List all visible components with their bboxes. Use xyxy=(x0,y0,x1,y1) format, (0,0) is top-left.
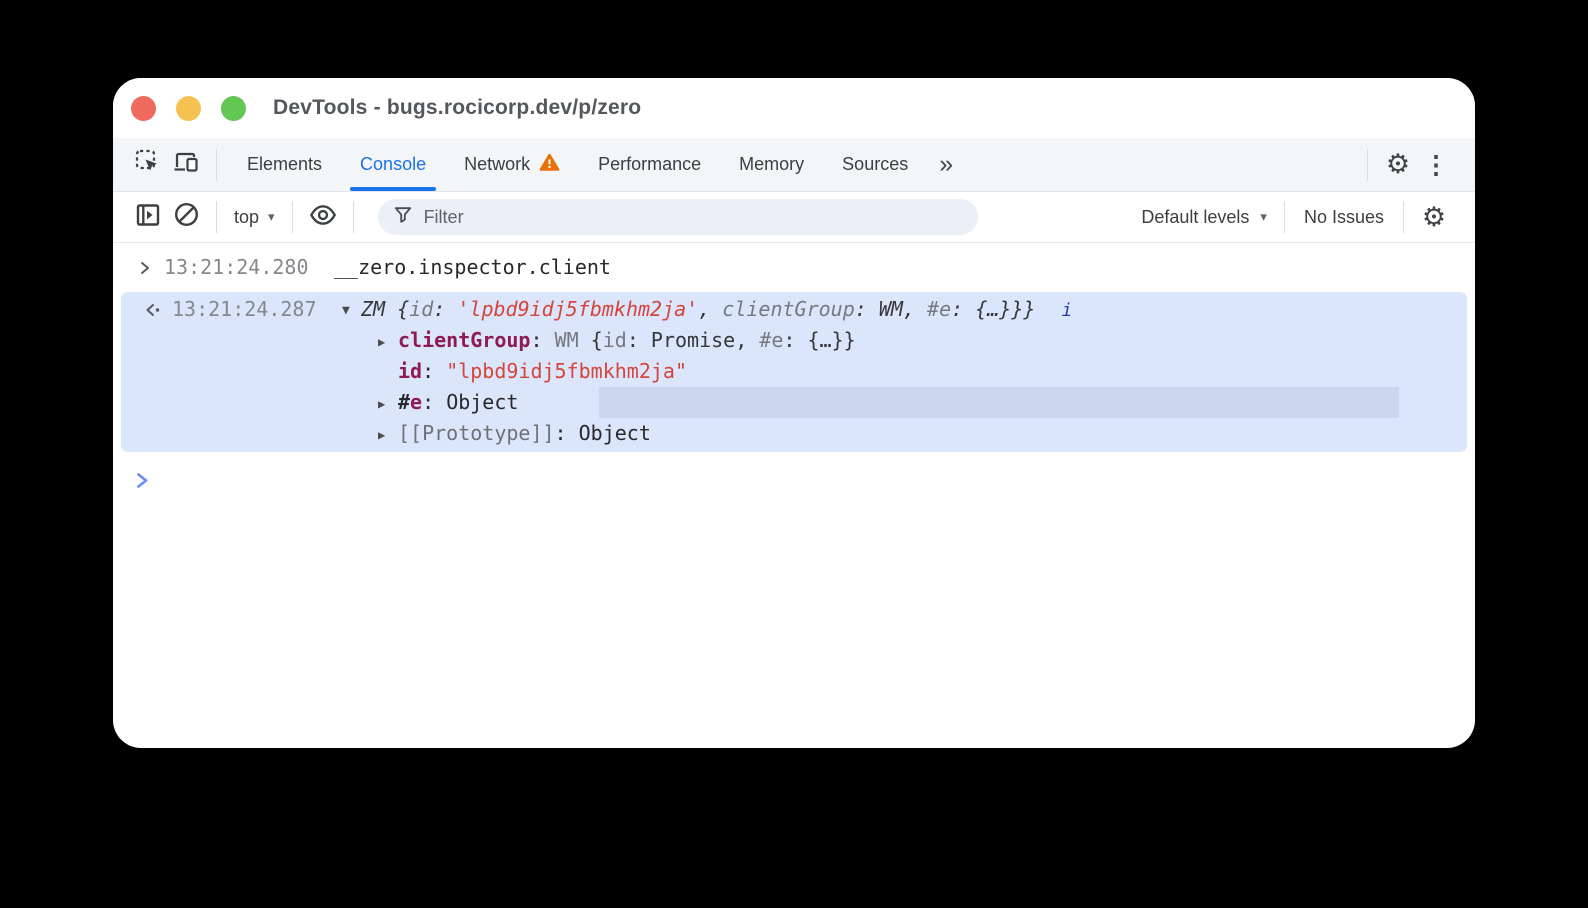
tree-row-clientgroup[interactable]: ▶clientGroup: WM {id: Promise, #e: {…}} xyxy=(378,325,1467,356)
filter-input[interactable] xyxy=(423,206,963,228)
divider xyxy=(352,201,354,233)
preview-value: WM xyxy=(878,297,903,321)
tab-network[interactable]: Network xyxy=(445,138,579,191)
minimize-window-button[interactable] xyxy=(176,95,201,121)
gear-icon: ⚙ xyxy=(1385,149,1411,179)
console-log-area: 13:21:24.280 __zero.inspector.client 13:2… xyxy=(113,243,1475,493)
prompt-chevron-icon xyxy=(137,472,148,488)
chevron-down-icon: ▾ xyxy=(268,209,275,224)
devtools-tabbar: Elements Console Network Performance Mem… xyxy=(113,138,1475,192)
clear-console-button[interactable] xyxy=(167,198,205,236)
zoom-window-button[interactable] xyxy=(221,95,246,121)
triangle-collapsed-icon[interactable]: ▶ xyxy=(378,397,386,411)
more-tabs-button[interactable]: » xyxy=(927,150,965,179)
tab-label: Sources xyxy=(842,154,909,174)
preview-value: {…} xyxy=(807,328,844,352)
preview-key: #e xyxy=(927,297,952,321)
device-toolbar-icon xyxy=(172,148,200,181)
settings-button[interactable]: ⚙ xyxy=(1379,146,1417,184)
tab-label: Performance xyxy=(598,154,702,174)
tab-label: Network xyxy=(464,154,531,174)
warning-icon xyxy=(539,153,560,177)
inspect-element-button[interactable] xyxy=(129,146,167,184)
divider xyxy=(291,201,293,233)
customize-devtools-button[interactable]: ⋮ xyxy=(1417,146,1455,184)
traffic-lights xyxy=(131,95,246,121)
toggle-device-toolbar-button[interactable] xyxy=(167,146,205,184)
preview-string-value: 'lpbd9idj5fbmkhm2ja' xyxy=(457,297,699,321)
timestamp: 13:21:24.287 xyxy=(172,297,317,321)
devtools-window: DevTools - bugs.rocicorp.dev/p/zero xyxy=(113,78,1475,748)
console-command-echo: 13:21:24.280 __zero.inspector.client xyxy=(113,250,1475,284)
create-live-expression-button[interactable] xyxy=(304,198,342,236)
tab-elements[interactable]: Elements xyxy=(228,138,341,191)
console-result-message: 13:21:24.287▼ZM {id: 'lpbd9idj5fbmkhm2ja… xyxy=(121,292,1467,452)
console-prompt[interactable] xyxy=(113,467,1475,493)
inspect-cursor-icon xyxy=(134,148,162,181)
eye-icon xyxy=(309,201,337,234)
property-name: clientGroup xyxy=(398,328,531,352)
log-levels-dropdown[interactable]: Default levels ▾ xyxy=(1135,207,1273,228)
triangle-collapsed-icon[interactable]: ▶ xyxy=(378,428,386,442)
console-toolbar: top ▾ Default levels ▾ xyxy=(113,192,1475,243)
issues-label: No Issues xyxy=(1303,206,1384,227)
triangle-collapsed-icon[interactable]: ▶ xyxy=(378,335,386,349)
preview-value: Promise xyxy=(650,328,736,352)
command-chevron-icon xyxy=(135,252,155,286)
divider xyxy=(1283,201,1285,233)
no-entry-icon xyxy=(173,201,200,233)
levels-label: Default levels xyxy=(1141,206,1250,227)
titlebar: DevTools - bugs.rocicorp.dev/p/zero xyxy=(113,78,1475,138)
object-class-name: WM xyxy=(554,328,591,352)
property-name: e xyxy=(410,390,423,414)
context-label: top xyxy=(234,206,260,227)
object-value: Object xyxy=(578,421,651,445)
preview-key: #e xyxy=(759,328,784,352)
filter-funnel-icon xyxy=(393,205,413,230)
chevron-down-icon: ▾ xyxy=(1260,209,1267,224)
divider xyxy=(1403,201,1404,233)
toggle-console-sidebar-button[interactable] xyxy=(129,198,167,236)
result-arrow-icon xyxy=(143,296,163,327)
preview-value: {…} xyxy=(975,297,1012,321)
object-class-name: ZM xyxy=(361,297,386,321)
property-name: id xyxy=(398,359,423,383)
divider xyxy=(216,148,217,181)
property-name: [[Prototype]] xyxy=(398,421,555,445)
tab-performance[interactable]: Performance xyxy=(579,138,720,191)
kebab-menu-icon: ⋮ xyxy=(1423,150,1449,179)
console-settings-button[interactable]: ⚙ xyxy=(1415,198,1453,236)
tab-label: Elements xyxy=(247,154,323,174)
tab-label: Console xyxy=(360,154,427,174)
javascript-context-dropdown[interactable]: top ▾ xyxy=(228,207,281,228)
result-preview-row[interactable]: 13:21:24.287▼ZM {id: 'lpbd9idj5fbmkhm2ja… xyxy=(121,294,1467,325)
preview-key: id xyxy=(602,328,627,352)
property-name: # xyxy=(398,390,411,414)
gear-icon: ⚙ xyxy=(1421,201,1447,232)
preview-key: id xyxy=(409,297,434,321)
double-chevron-icon: » xyxy=(939,150,954,178)
window-title: DevTools - bugs.rocicorp.dev/p/zero xyxy=(273,96,642,119)
object-value: Object xyxy=(446,390,519,414)
tab-console[interactable]: Console xyxy=(341,138,445,191)
timestamp: 13:21:24.280 xyxy=(164,255,309,279)
tab-memory[interactable]: Memory xyxy=(720,138,823,191)
filter-box xyxy=(377,199,978,235)
command-text: __zero.inspector.client xyxy=(334,255,611,279)
issues-counter[interactable]: No Issues xyxy=(1296,207,1392,228)
sidebar-panel-icon xyxy=(135,202,161,233)
tab-label: Memory xyxy=(739,154,805,174)
preview-key: clientGroup xyxy=(722,297,855,321)
tree-row-e[interactable]: ▶#e: Object xyxy=(378,387,1467,418)
tree-row-id: id: "lpbd9idj5fbmkhm2ja" xyxy=(398,359,688,383)
divider xyxy=(1367,148,1368,181)
triangle-expanded-icon[interactable]: ▼ xyxy=(342,303,350,318)
tree-row-prototype[interactable]: ▶[[Prototype]]: Object xyxy=(378,418,1467,449)
string-value: "lpbd9idj5fbmkhm2ja" xyxy=(446,359,688,383)
evaluated-info-icon: i xyxy=(1061,300,1073,321)
selected-row-highlight xyxy=(599,387,1399,418)
divider xyxy=(216,201,217,233)
close-window-button[interactable] xyxy=(131,95,156,121)
tab-sources[interactable]: Sources xyxy=(823,138,927,191)
